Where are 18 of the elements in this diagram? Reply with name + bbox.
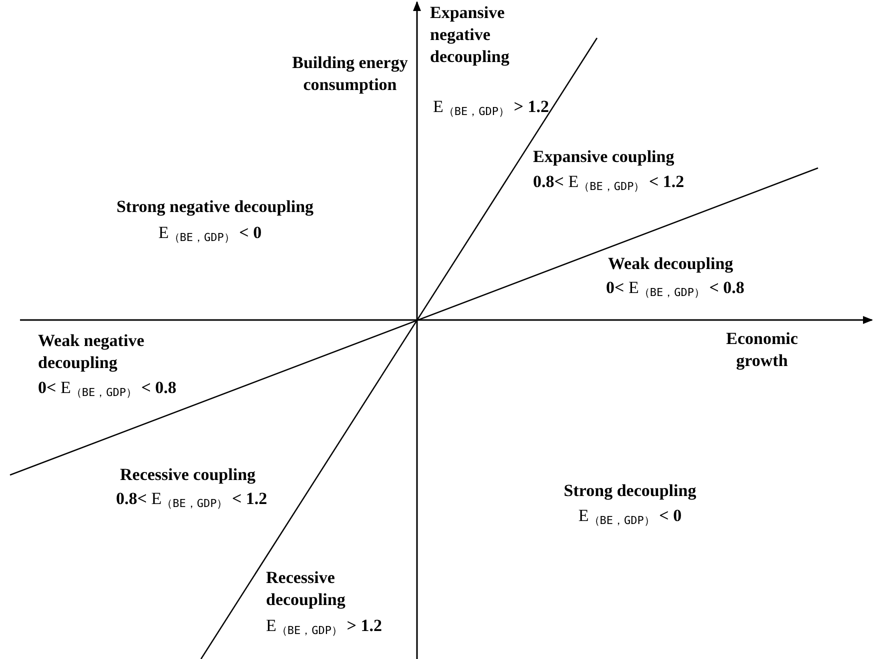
elasticity-formula: 0< E$_{（BE，GDP）}$ < 0.8: [606, 277, 746, 299]
region-label: Weak decoupling: [608, 253, 734, 275]
region-label: Expansive negative decoupling: [430, 2, 510, 68]
elasticity-formula: E$_{（BE，GDP）}$ > 1.2: [266, 615, 383, 637]
region-label: Strong decoupling: [562, 480, 698, 502]
region-label: Building energy consumption: [291, 52, 409, 96]
region-label: Recessive coupling: [120, 464, 257, 486]
region-label: Expansive coupling: [533, 146, 676, 168]
elasticity-formula: E$_{（BE，GDP）}$ > 1.2: [433, 96, 550, 118]
elasticity-formula: E$_{（BE，GDP）}$ < 0: [157, 222, 263, 244]
elasticity-formula: 0.8< E$_{（BE，GDP）}$ < 1.2: [116, 488, 268, 510]
region-label: Strong negative decoupling: [115, 196, 315, 218]
elasticity-formula: 0.8< E$_{（BE，GDP）}$ < 1.2: [533, 171, 686, 193]
region-label: Weak negative decoupling: [38, 330, 146, 374]
region-label: Economic growth: [725, 328, 799, 372]
elasticity-formula: 0< E$_{（BE，GDP）}$ < 0.8: [38, 377, 178, 399]
region-label: Recessive decoupling: [266, 567, 346, 611]
elasticity-formula: E$_{（BE，GDP）}$ < 0: [577, 505, 683, 527]
